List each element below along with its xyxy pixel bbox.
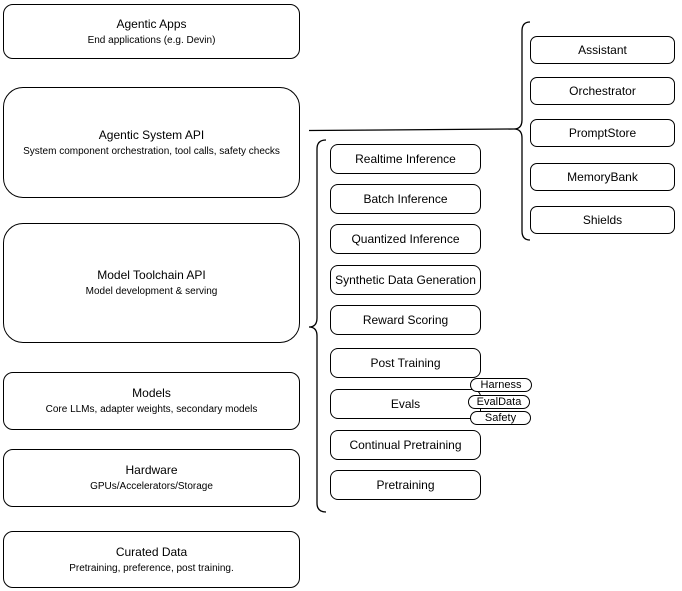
node-memorybank: MemoryBank	[530, 163, 675, 191]
node-reward-scoring: Reward Scoring	[330, 305, 481, 335]
node-synthetic-data-generation: Synthetic Data Generation	[330, 265, 481, 295]
node-subtitle: System component orchestration, tool cal…	[23, 145, 280, 157]
node-subtitle: GPUs/Accelerators/Storage	[90, 481, 213, 492]
node-realtime-inference: Realtime Inference	[330, 144, 481, 174]
node-hardware: Hardware GPUs/Accelerators/Storage	[3, 449, 300, 507]
node-agentic-system-api: Agentic System API System component orch…	[3, 87, 300, 198]
node-title: Models	[132, 386, 171, 400]
pill-harness: Harness	[470, 378, 532, 392]
node-models: Models Core LLMs, adapter weights, secon…	[3, 372, 300, 430]
node-title: Agentic System API	[98, 127, 205, 142]
node-quantized-inference: Quantized Inference	[330, 224, 481, 254]
node-subtitle: End applications (e.g. Devin)	[87, 34, 216, 46]
node-agentic-apps: Agentic Apps End applications (e.g. Devi…	[3, 4, 300, 59]
node-promptstore: PromptStore	[530, 119, 675, 147]
node-model-toolchain-api: Model Toolchain API Model development & …	[3, 223, 300, 343]
node-title: Hardware	[125, 463, 178, 477]
toolchain-brace	[308, 139, 327, 513]
node-batch-inference: Batch Inference	[330, 184, 481, 214]
node-post-training: Post Training	[330, 348, 481, 378]
node-subtitle: Pretraining, preference, post training.	[69, 562, 234, 574]
node-continual-pretraining: Continual Pretraining	[330, 430, 481, 460]
node-assistant: Assistant	[530, 36, 675, 64]
node-pretraining: Pretraining	[330, 470, 481, 500]
pill-evaldata: EvalData	[468, 395, 530, 409]
node-orchestrator: Orchestrator	[530, 77, 675, 105]
node-subtitle: Core LLMs, adapter weights, secondary mo…	[45, 404, 258, 415]
pill-safety: Safety	[470, 411, 531, 425]
node-curated-data: Curated Data Pretraining, preference, po…	[3, 531, 300, 588]
node-shields: Shields	[530, 206, 675, 234]
node-title: Curated Data	[115, 544, 188, 559]
system-brace	[513, 21, 531, 241]
node-title: Model Toolchain API	[97, 268, 206, 282]
node-evals: Evals	[330, 389, 481, 419]
system-api-connector	[308, 128, 515, 132]
node-subtitle: Model development & serving	[85, 286, 218, 297]
node-title: Agentic Apps	[116, 16, 187, 31]
